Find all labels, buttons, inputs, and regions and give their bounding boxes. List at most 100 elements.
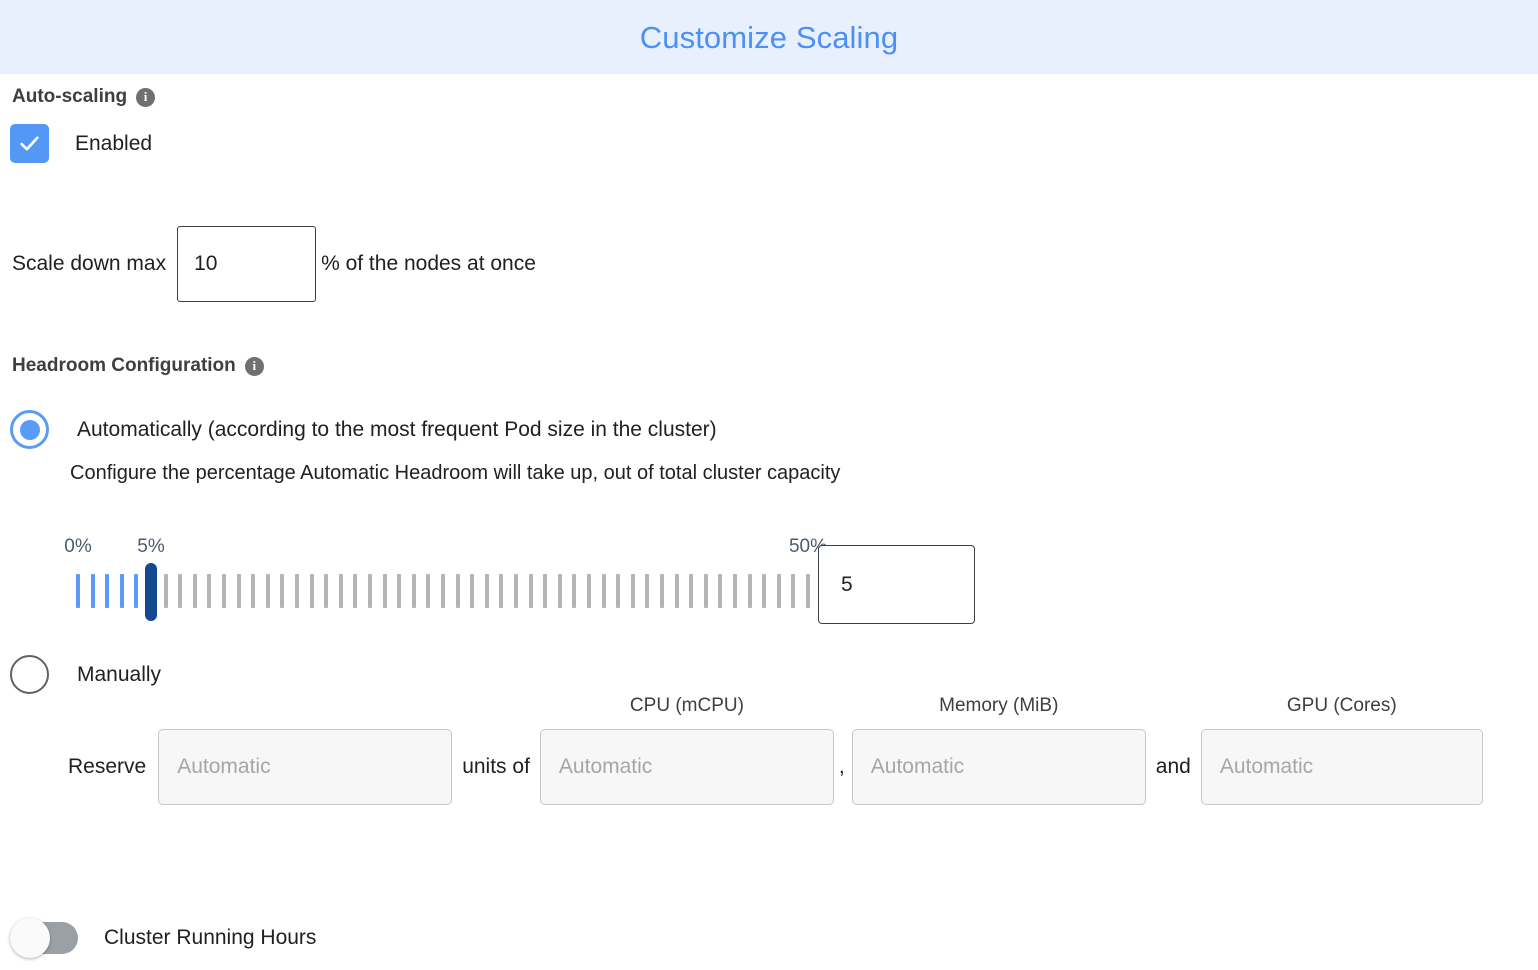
slider-tick [630, 574, 635, 608]
slider-tick-label: 50% [788, 536, 828, 557]
auto-scaling-enabled-row: Enabled [10, 124, 152, 163]
slider-tick [645, 574, 650, 608]
headroom-configuration-heading-label: Headroom Configuration [12, 355, 236, 376]
reserve-gpu-input-group: GPU (Cores) [1200, 694, 1483, 805]
reserve-gpu-input[interactable] [1200, 729, 1483, 805]
slider-tick [397, 574, 402, 608]
manual-reserve-row: Reserve. units of CPU (mCPU), Memory (MiB) a… [68, 694, 1483, 805]
info-icon[interactable] [136, 87, 156, 107]
slider-tick [119, 574, 124, 608]
slider-tick [134, 574, 139, 608]
headroom-configuration-heading: Headroom Configuration [12, 355, 264, 377]
auto-scaling-heading: Auto-scaling [12, 86, 156, 108]
slider-tick [543, 574, 548, 608]
headroom-option-manually[interactable]: Manually [10, 655, 161, 694]
slider-tick [572, 574, 577, 608]
reserve-cpu-input-group: CPU (mCPU) [539, 694, 834, 805]
reserve-memory-input[interactable] [851, 729, 1146, 805]
headroom-percentage-input[interactable] [818, 545, 975, 624]
slider-tick [806, 574, 810, 608]
headroom-automatically-description: Configure the percentage Automatic Headr… [70, 462, 841, 484]
slider-tick [616, 574, 621, 608]
slider-tick [470, 574, 475, 608]
slider-tick [338, 574, 343, 608]
scale-down-max-row: Scale down max % of the nodes at once [12, 226, 536, 302]
slider-tick [762, 574, 767, 608]
scale-down-max-input[interactable] [177, 226, 317, 302]
info-icon[interactable] [244, 356, 264, 376]
slider-tick [791, 574, 796, 608]
auto-scaling-enabled-label: Enabled [75, 131, 153, 155]
slider-tick [236, 574, 241, 608]
scale-down-max-label: Scale down max [12, 252, 167, 275]
radio-dot [19, 419, 40, 440]
slider-tick [514, 574, 518, 608]
slider-tick [587, 574, 591, 608]
slider-track[interactable] [76, 563, 810, 621]
slider-tick [207, 574, 212, 608]
slider-tick [733, 574, 737, 608]
slider-tick [251, 574, 256, 608]
scale-down-max-suffix: % of the nodes at once [321, 252, 536, 275]
slider-tick [455, 574, 460, 608]
slider-tick [689, 574, 694, 608]
radio-manually[interactable] [10, 655, 49, 694]
reserve-cpu-input-caption: CPU (mCPU) [629, 695, 744, 716]
slider-tick [192, 574, 197, 608]
cluster-running-hours-label: Cluster Running Hours [104, 926, 317, 949]
slider-tick [265, 574, 270, 608]
slider-tick [222, 574, 226, 608]
slider-tick [660, 574, 664, 608]
headroom-option-automatically[interactable]: Automatically (according to the most fre… [10, 410, 717, 449]
slider-tick-labels: 0%5%50% [64, 536, 827, 564]
reserve-label: Reserve [68, 755, 147, 778]
cluster-running-hours-toggle[interactable] [10, 918, 78, 958]
slider-tick [368, 574, 372, 608]
slider-tick-label: 5% [137, 536, 165, 557]
radio-automatically-label: Automatically (according to the most fre… [77, 417, 717, 441]
slider-tick [601, 574, 606, 608]
units-of-label: units of [462, 755, 530, 778]
reserve-memory-input-group: Memory (MiB) [851, 694, 1146, 805]
slider-thumb[interactable] [145, 563, 157, 621]
reserve-gpu-input-caption: GPU (Cores) [1286, 695, 1397, 716]
reserve-cpu-input[interactable] [539, 729, 834, 805]
slider-tick [353, 574, 358, 608]
radio-automatically[interactable] [10, 410, 49, 449]
toggle-knob [10, 918, 50, 958]
slider-tick [163, 574, 168, 608]
slider-tick [411, 574, 416, 608]
page-title: Customize Scaling [639, 19, 899, 55]
slider-tick [76, 574, 80, 608]
slider-tick [703, 574, 708, 608]
auto-scaling-heading-label: Auto-scaling [12, 86, 128, 107]
slider-tick [105, 574, 110, 608]
slider-tick [426, 574, 431, 608]
slider-tick [484, 574, 489, 608]
slider-tick [718, 574, 723, 608]
slider-tick [178, 574, 183, 608]
reserve-units-input[interactable] [158, 729, 453, 805]
slider-tick [295, 574, 299, 608]
slider-tick [280, 574, 285, 608]
slider-tick [528, 574, 533, 608]
slider-tick [90, 574, 95, 608]
slider-tick [441, 574, 445, 608]
slider-tick [499, 574, 504, 608]
slider-tick [674, 574, 679, 608]
slider-tick [747, 574, 752, 608]
slider-tick [382, 574, 387, 608]
reserve-memory-input-caption: Memory (MiB) [939, 695, 1059, 716]
cluster-running-hours-row: Cluster Running Hours [10, 918, 317, 958]
slider-tick [557, 574, 562, 608]
and-label: and [1155, 755, 1191, 778]
headroom-percentage-slider[interactable]: 0%5%50% [64, 536, 827, 626]
comma-separator: , [838, 755, 845, 778]
slider-tick [776, 574, 781, 608]
slider-tick [309, 574, 314, 608]
radio-manually-label: Manually [77, 662, 162, 686]
slider-tick [324, 574, 329, 608]
auto-scaling-enabled-checkbox[interactable] [10, 124, 49, 163]
reserve-units-input-group: . [158, 694, 453, 805]
check-icon [20, 136, 39, 151]
